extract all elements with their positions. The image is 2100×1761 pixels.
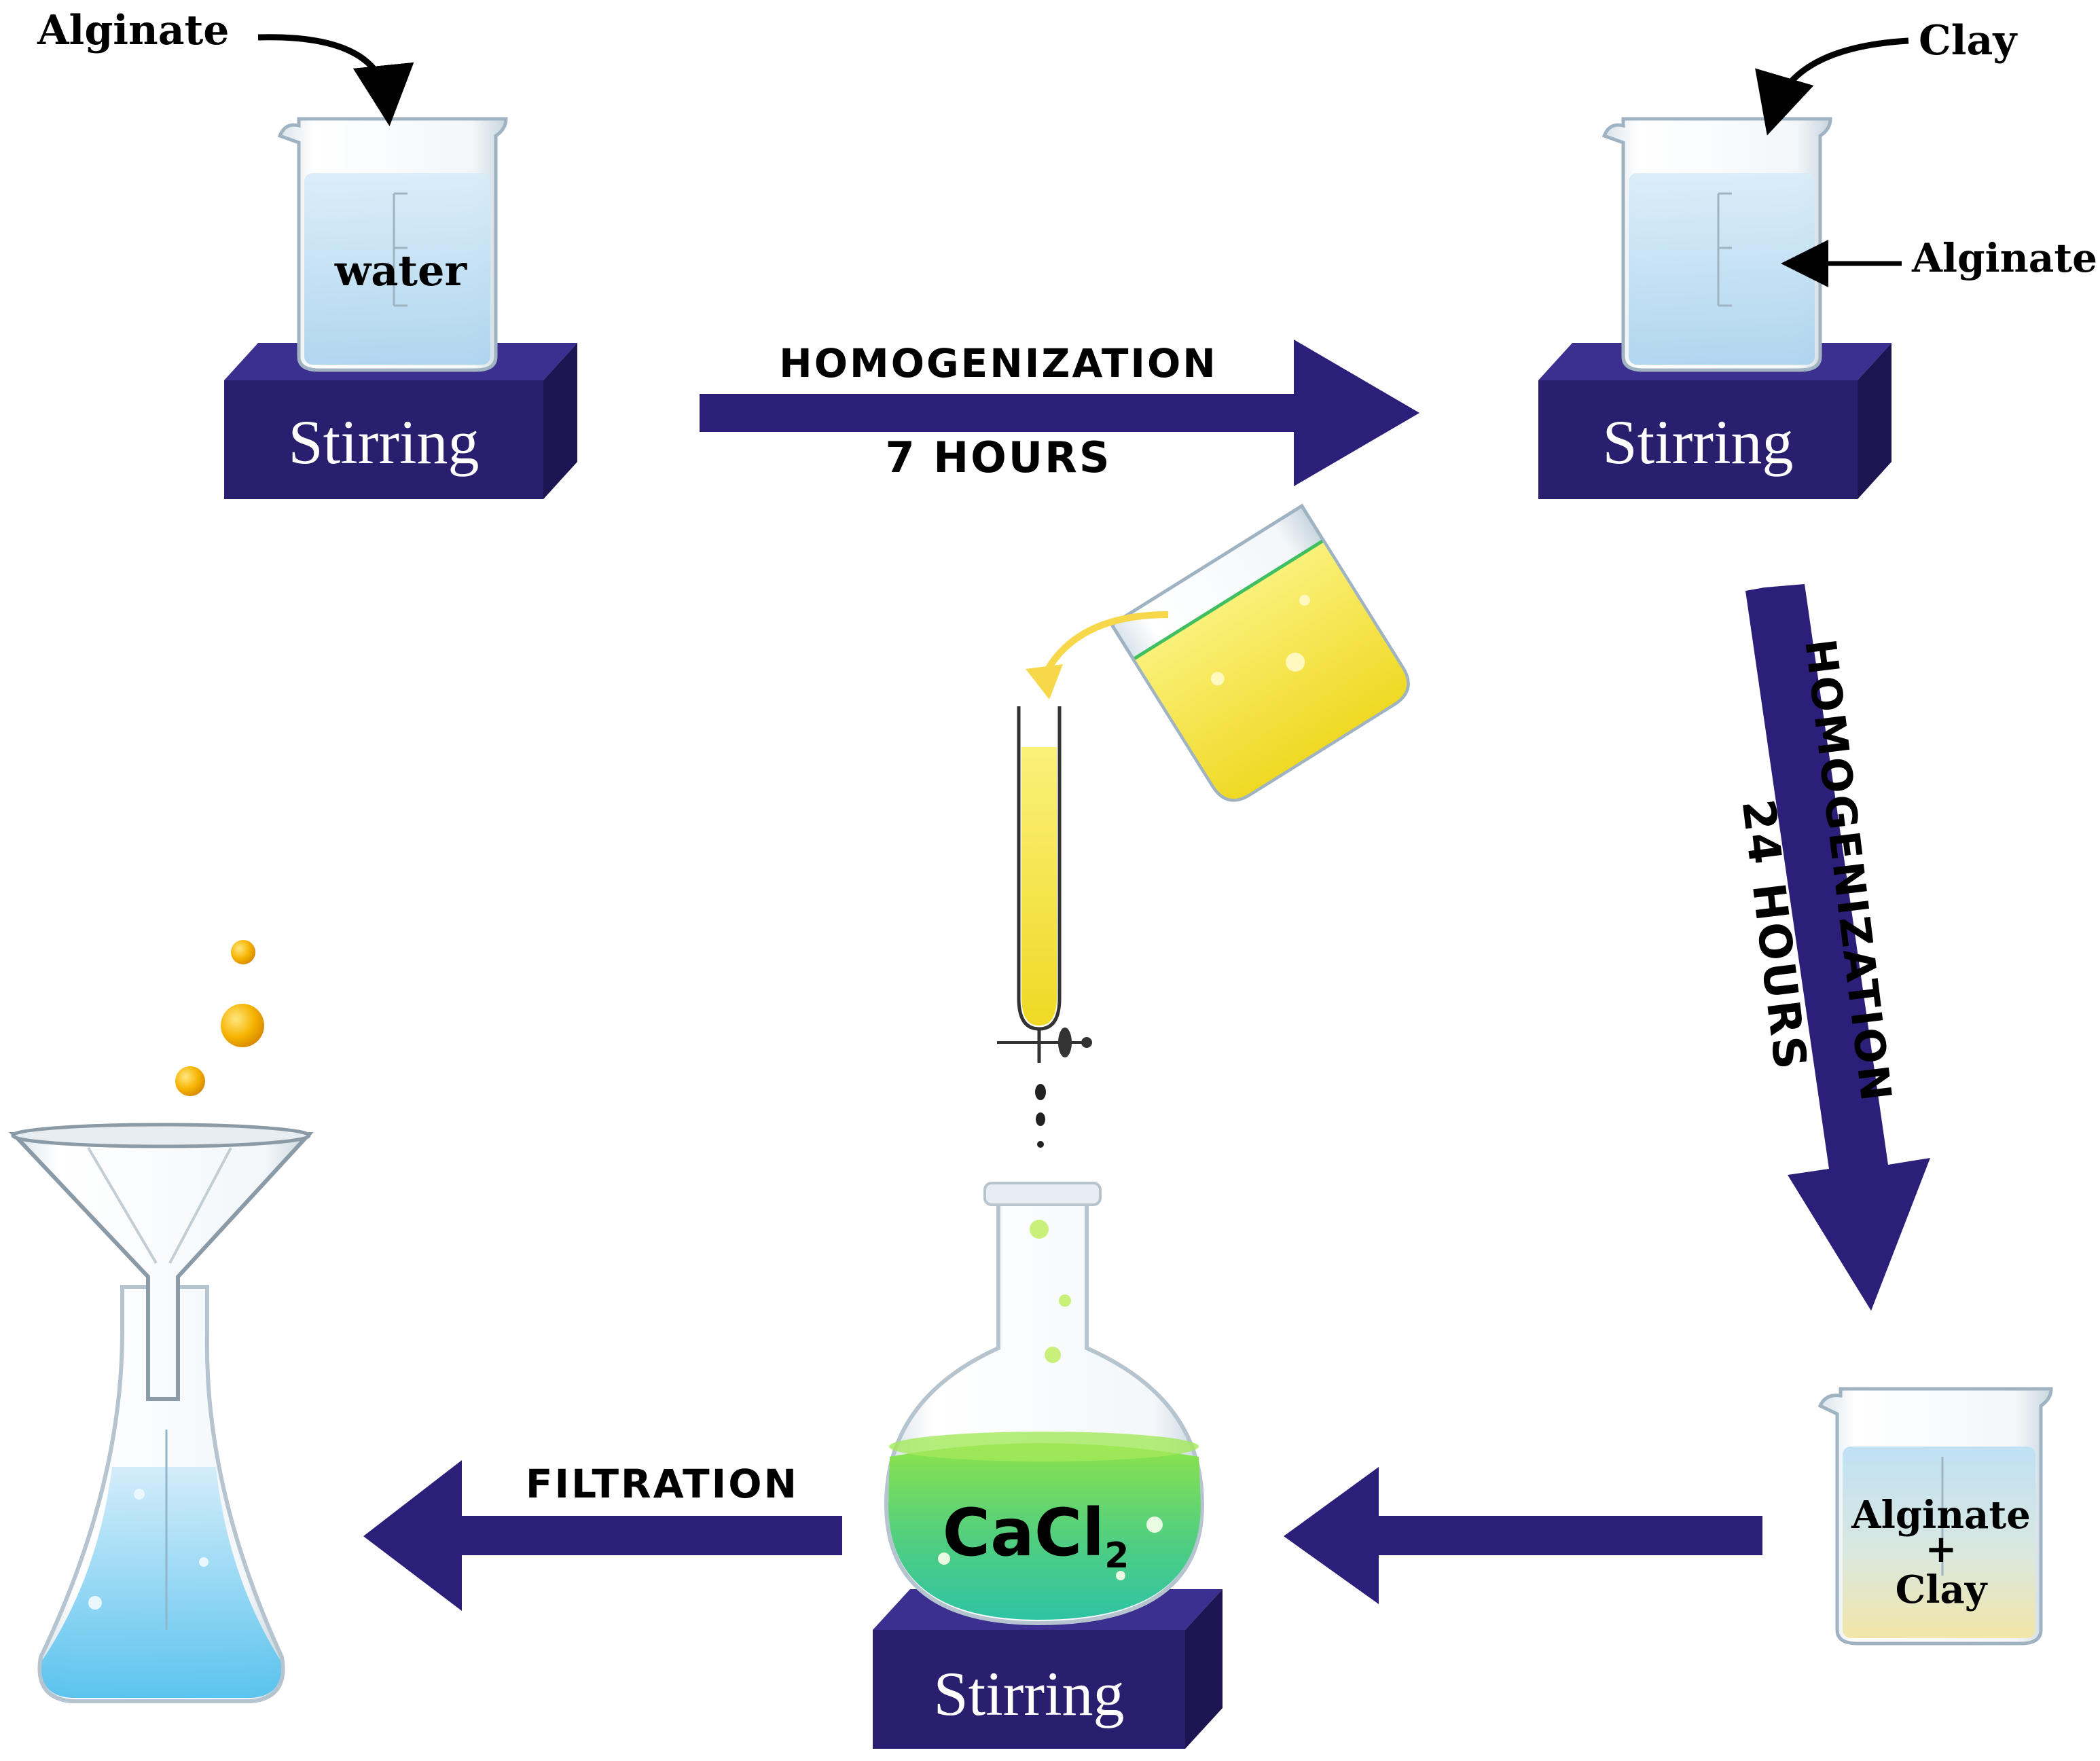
beaker-icon (1601, 117, 1832, 372)
arrow-left-filtration (363, 1460, 842, 1611)
stirring-label: Stirring (933, 1659, 1124, 1728)
beaker-icon: water (277, 117, 508, 372)
bead-droplet (231, 940, 255, 964)
round-flask-icon: CaCl2 (884, 1182, 1205, 1626)
hot-plate-side (1185, 1589, 1223, 1749)
mixture-label-line2: + (1925, 1527, 1957, 1572)
pouring-beaker-icon (1109, 503, 1410, 802)
hours-label-1: 7 HOURS (885, 433, 1111, 482)
hot-plate-side (543, 343, 577, 499)
arrow-left-to-flask (1284, 1467, 1762, 1604)
bead-droplet (221, 1004, 264, 1047)
water-label: water (334, 246, 468, 295)
homogenization-label-1: HOMOGENIZATION (779, 340, 1218, 386)
hot-plate-icon (224, 380, 543, 499)
stirring-label: Stirring (1602, 407, 1793, 477)
stirring-label: Stirring (288, 407, 479, 477)
alginate-label-right: Alginate (1911, 235, 2097, 281)
arrow-down-homogenization (1745, 584, 1930, 1311)
hot-plate-side (1858, 343, 1891, 499)
pour-arrow-icon (1039, 611, 1169, 681)
curved-arrow-icon (257, 34, 414, 126)
pour-arrow-head (1026, 664, 1063, 700)
erlenmeyer-flask-icon (37, 1285, 285, 1703)
filtration-label: FILTRATION (526, 1461, 799, 1507)
test-tube-icon (997, 706, 1092, 1148)
hot-plate-icon (873, 1630, 1185, 1749)
cacl2-label: CaCl2 (943, 1495, 1129, 1576)
clay-label-top-right: Clay (1919, 17, 2018, 65)
mixture-label-line1: Alginate (1851, 1493, 2031, 1538)
beaker-icon: Alginate + Clay (1817, 1387, 2053, 1646)
mixture-label-line3: Clay (1896, 1567, 1988, 1612)
arrow-right-homogenization (700, 340, 1419, 486)
funnel-icon (9, 1123, 314, 1401)
stirrer-top-right: Stirring (1538, 343, 1891, 499)
stirrer-bottom: Stirring (873, 1589, 1223, 1749)
bead-droplet (175, 1066, 205, 1096)
curved-arrow-icon (1755, 37, 1909, 136)
alginate-label-top-left: Alginate (37, 7, 229, 54)
hot-plate-icon (1538, 380, 1858, 499)
